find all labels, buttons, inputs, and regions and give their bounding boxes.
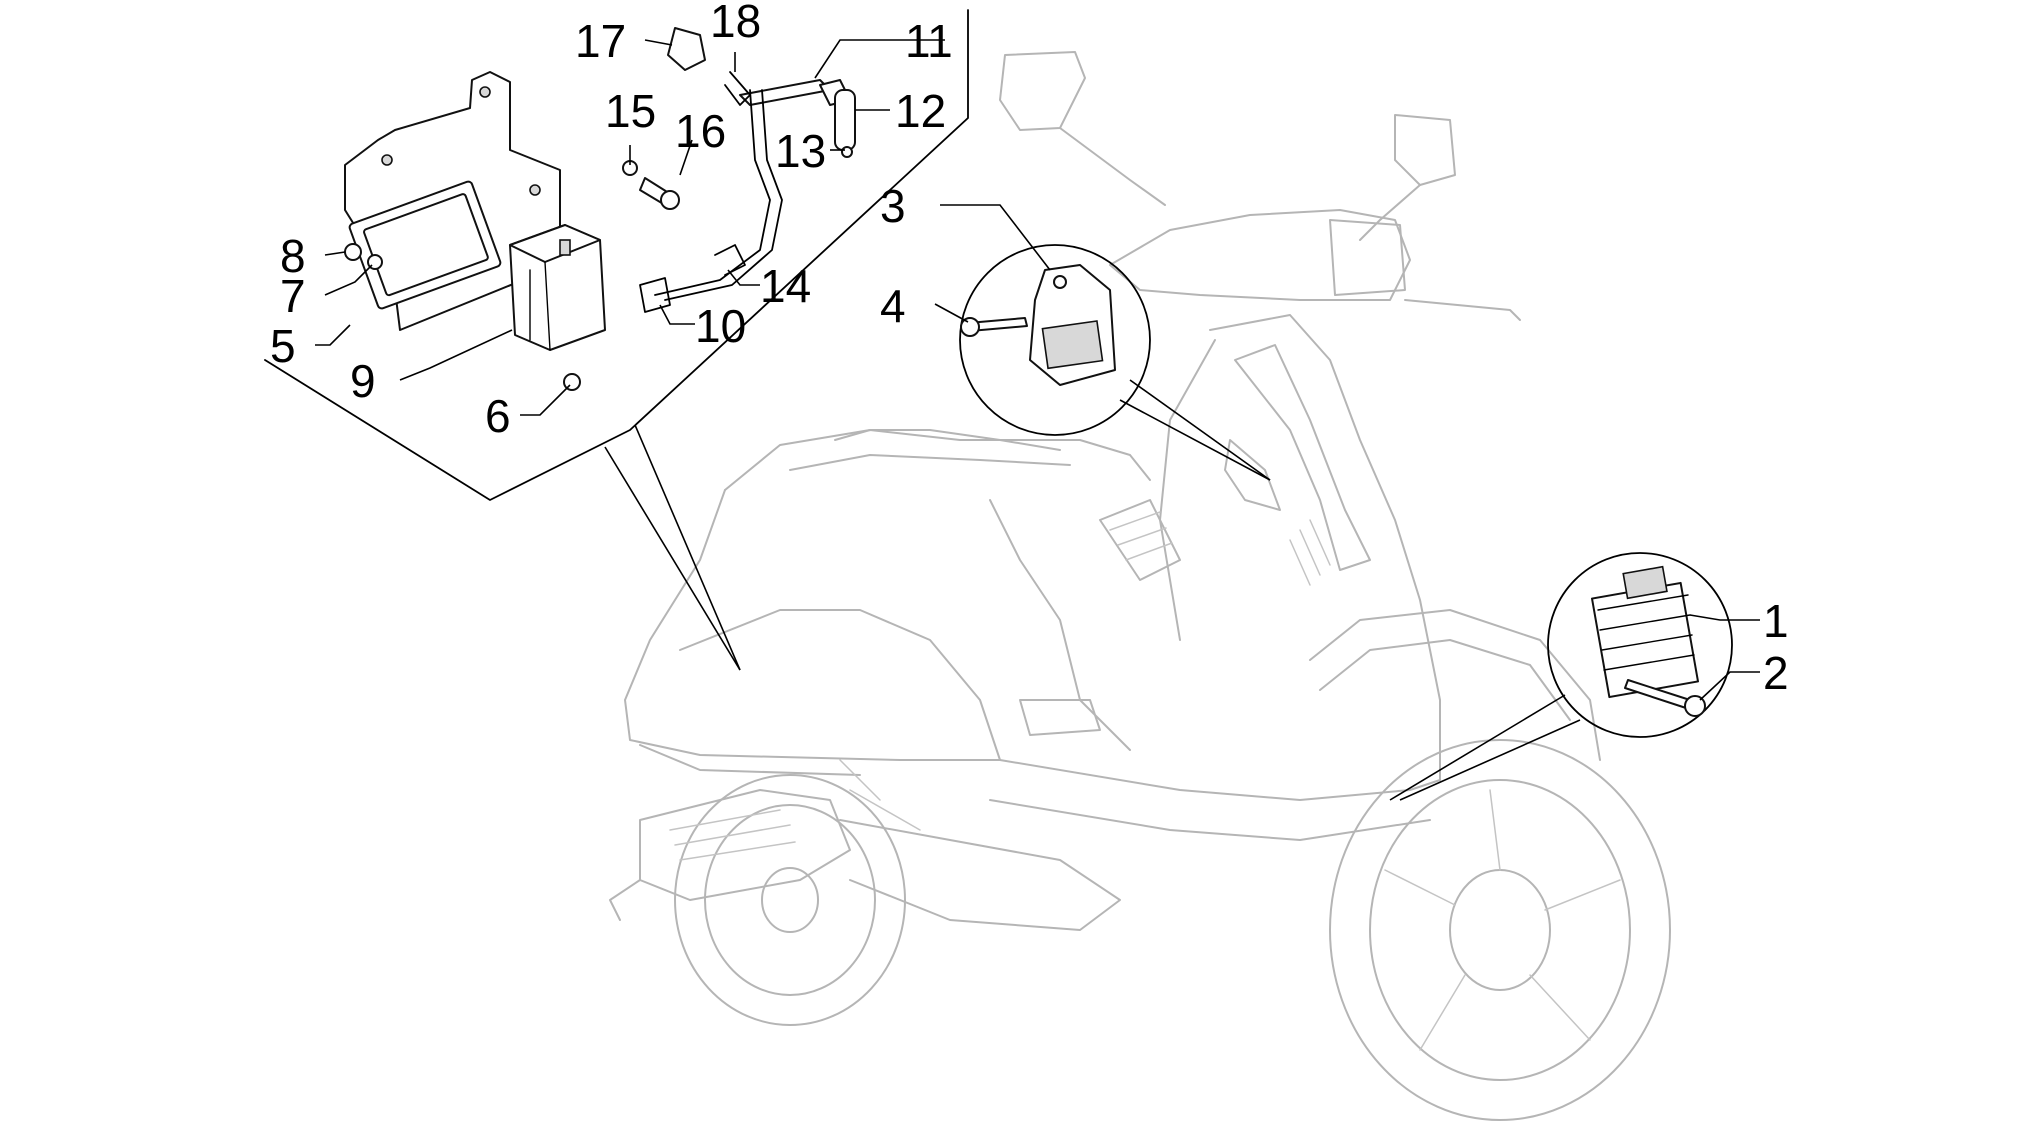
callout-7: 7 — [280, 270, 306, 322]
part-regulator-1 — [1591, 565, 1699, 699]
scooter-outline — [609, 51, 1671, 1121]
detail-circle-voltage-regulator-front — [959, 244, 1271, 481]
callout-leaders — [315, 39, 1760, 701]
callout-13: 13 — [775, 125, 826, 177]
part-bolt-2 — [1624, 679, 1706, 717]
detail-circle-regulator-1 — [1389, 552, 1733, 801]
callout-2: 2 — [1763, 647, 1789, 699]
callout-16: 16 — [675, 105, 726, 157]
callout-1: 1 — [1763, 595, 1789, 647]
part-ignition-module — [509, 224, 606, 351]
part-clamps — [667, 27, 751, 276]
callout-12: 12 — [895, 85, 946, 137]
callout-3: 3 — [880, 180, 906, 232]
callout-18: 18 — [710, 0, 761, 47]
part-bolt-4 — [960, 317, 1028, 337]
callout-17: 17 — [575, 15, 626, 67]
callout-5: 5 — [270, 320, 296, 372]
callout-labels: 1 2 3 4 5 6 7 8 9 10 11 12 13 14 15 16 1… — [270, 0, 1789, 699]
callout-15: 15 — [605, 85, 656, 137]
inset-frame-rear — [264, 9, 969, 671]
part-bracket-plate — [344, 71, 561, 331]
callout-4: 4 — [880, 280, 906, 332]
callout-9: 9 — [350, 355, 376, 407]
callout-10: 10 — [695, 300, 746, 352]
callout-11: 11 — [905, 15, 953, 67]
part-voltage-regulator-3 — [1029, 264, 1116, 386]
callout-14: 14 — [760, 260, 811, 312]
callout-6: 6 — [485, 390, 511, 442]
part-spark-plug-cable — [639, 79, 856, 313]
callout-8: 8 — [280, 230, 306, 282]
